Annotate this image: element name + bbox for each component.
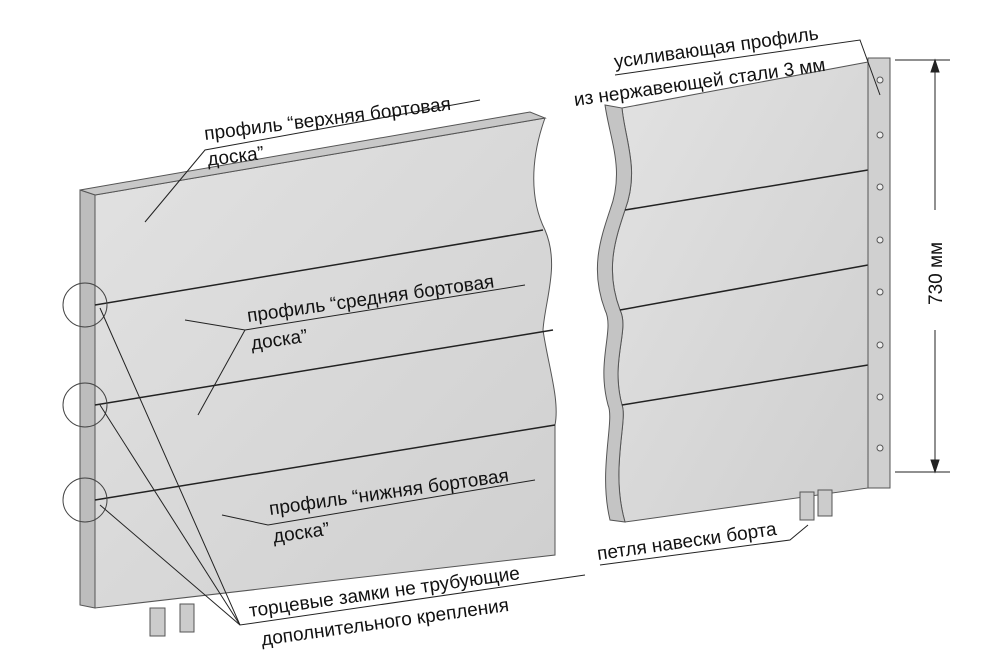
lock-callout-circle-3 xyxy=(62,477,108,523)
profile-bolts xyxy=(876,76,884,452)
dimension-730 xyxy=(895,58,950,474)
left-panel-face xyxy=(94,117,557,609)
right-panel xyxy=(596,57,891,523)
board-seam-1 xyxy=(94,229,544,306)
board-seam-r2 xyxy=(619,264,869,311)
lock-callout-circle-2 xyxy=(62,382,108,428)
left-panel xyxy=(62,111,557,637)
board-seam-r3 xyxy=(621,364,869,406)
right-panel-face xyxy=(611,61,869,523)
leader-lines xyxy=(99,39,881,626)
right-hinge xyxy=(799,489,833,521)
reinforcing-steel-profile xyxy=(867,57,891,489)
board-seam-2 xyxy=(94,329,554,406)
board-seam-r1 xyxy=(624,169,869,211)
left-hinge xyxy=(149,603,195,637)
hinge-label: петля навески борта xyxy=(596,519,779,565)
dimension-label: 730 мм xyxy=(926,242,947,305)
lock-callout-circle-1 xyxy=(62,282,108,328)
board-seam-3 xyxy=(94,424,556,501)
left-panel-end-strip xyxy=(79,189,96,609)
right-panel-wavy-end xyxy=(596,104,632,523)
